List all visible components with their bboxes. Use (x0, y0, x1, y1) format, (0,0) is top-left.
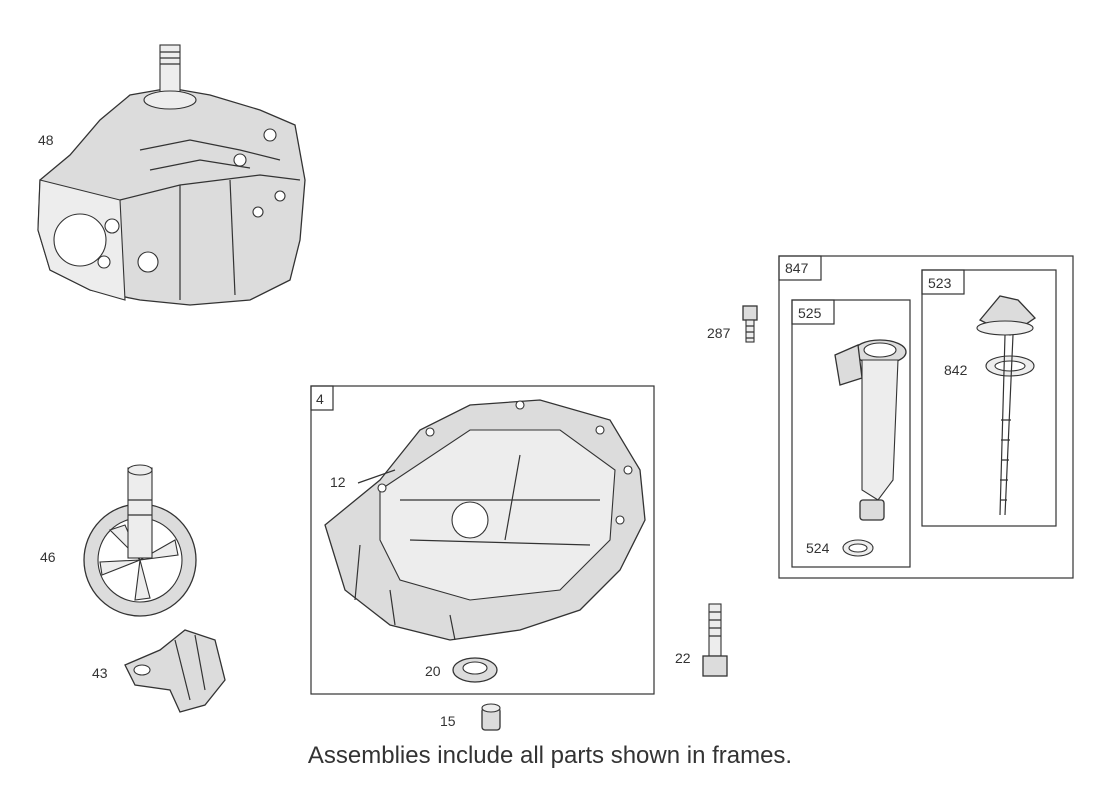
part-number-48: 48 (38, 132, 54, 148)
frame-label-525: 525 (798, 305, 822, 321)
part-number-287: 287 (707, 325, 731, 341)
dipstick-tube-part (834, 339, 907, 521)
frame-4-tag (310, 385, 334, 411)
camshaft-gear-part (83, 464, 197, 617)
diagram-caption: Assemblies include all parts shown in fr… (307, 742, 793, 769)
part-number-46: 46 (40, 549, 56, 565)
frame-label-847: 847 (785, 260, 809, 276)
governor-part (124, 629, 226, 713)
bolt-22-part (702, 603, 728, 677)
bolt-287-part (742, 305, 758, 343)
sump-part (324, 399, 646, 641)
part-number-22: 22 (675, 650, 691, 666)
cylinder-block-part (37, 44, 306, 306)
part-number-842: 842 (944, 362, 968, 378)
seal-20-part (452, 657, 498, 683)
part-number-12: 12 (330, 474, 346, 490)
frame-847-tag (778, 255, 822, 281)
frame-4 (310, 385, 655, 695)
frame-847 (778, 255, 1074, 579)
part-number-15: 15 (440, 713, 456, 729)
frame-523 (921, 269, 1057, 527)
frame-label-4: 4 (316, 391, 324, 407)
frame-523-tag (921, 269, 965, 295)
frame-525 (791, 299, 911, 568)
frame-label-523: 523 (928, 275, 952, 291)
plug-15-part (481, 703, 501, 731)
leader-line-12 (357, 469, 396, 484)
part-number-524: 524 (806, 540, 830, 556)
frame-525-tag (791, 299, 835, 325)
o-ring-524-part (842, 539, 874, 557)
dipstick-part (976, 295, 1036, 516)
part-number-20: 20 (425, 663, 441, 679)
part-number-43: 43 (92, 665, 108, 681)
